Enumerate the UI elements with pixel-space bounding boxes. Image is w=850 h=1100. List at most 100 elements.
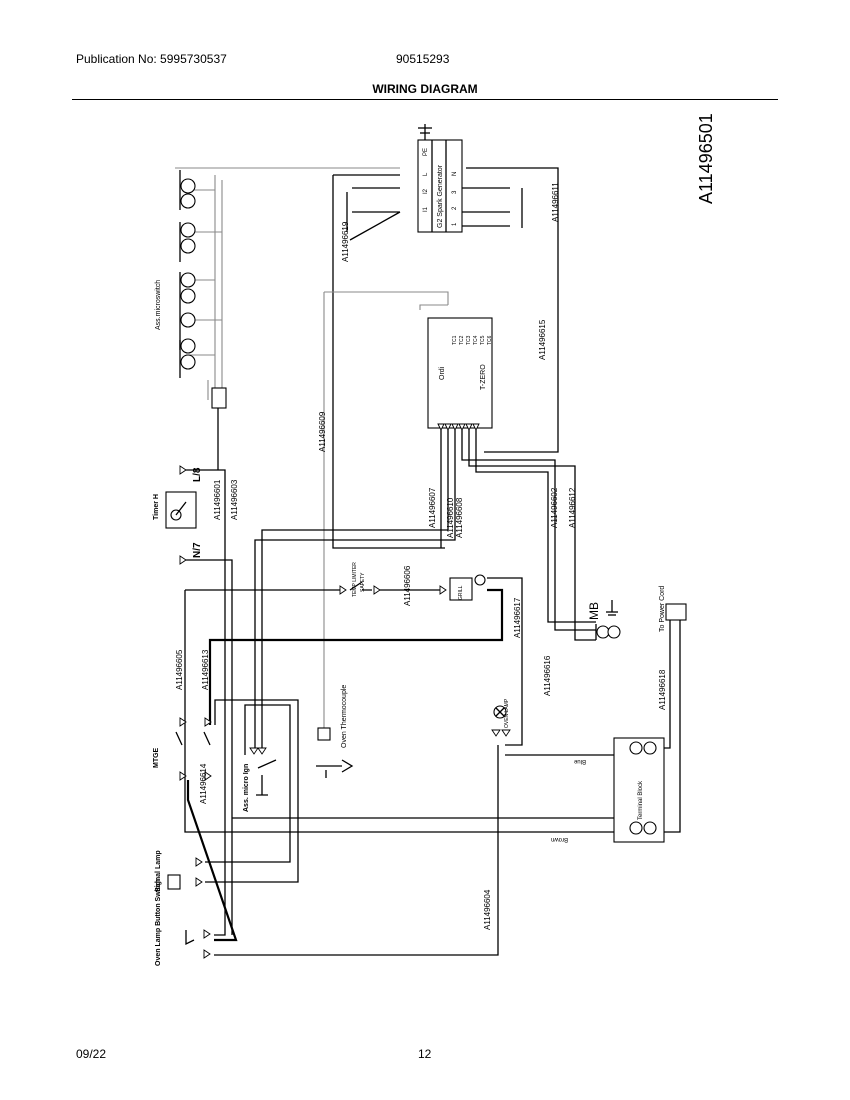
grill-wire [208, 588, 504, 725]
controller-pin-tc4: TC4 [473, 335, 479, 345]
microswitch-assembly [179, 170, 196, 378]
spark-earth-symbol [418, 124, 432, 140]
controller-pin-tc5: TC5 [480, 335, 486, 345]
spark-generator-wire-right [466, 167, 559, 453]
controller-pin-tc3: TC3 [466, 335, 472, 345]
spark-generator-label: G2 Spark Generator [437, 164, 444, 228]
controller-lead-e [468, 430, 596, 641]
controller-pin-tc6: TC6 [487, 335, 493, 345]
timer-h [165, 465, 197, 565]
spark-term-l: L [423, 172, 429, 176]
mtge-label: MTGE [153, 747, 160, 768]
oven-lamp-switch [185, 929, 211, 959]
terminal-block [613, 737, 665, 843]
micro-ign-wire [205, 704, 291, 863]
wire-label-613: A11496613 [201, 649, 210, 690]
temp-limiter-sublabel: SAFETY [360, 572, 366, 592]
motor-mb [595, 624, 621, 640]
oven-lamp-switch-label: Oven Lamp Button Switch [155, 879, 162, 966]
controller-lead-c [254, 430, 456, 750]
spark-term-i2: I2 [423, 188, 429, 194]
publication-number: Publication No: 5995730537 [76, 52, 227, 66]
controller-lead-d [461, 430, 596, 631]
grill-element [439, 574, 486, 601]
header-divider [72, 99, 778, 100]
wire-label-603: A11496603 [230, 479, 239, 520]
mtge-switch [175, 717, 212, 781]
timer-n-wire [186, 559, 233, 935]
timer-l-label: L/8 [192, 467, 203, 482]
microswitch-bus-wire [175, 167, 400, 400]
controller-pin-tc2: TC2 [459, 335, 465, 345]
micro-ignition-switch [249, 747, 277, 796]
spark-generator [417, 139, 463, 233]
wire-label-601: A11496601 [213, 479, 222, 520]
spark-term-3: 3 [452, 190, 458, 194]
wire-label-616: A11496616 [543, 655, 552, 696]
microswitch-link-wires [186, 189, 222, 356]
oven-thermocouple [316, 727, 354, 778]
power-cord-plug [665, 603, 687, 621]
wire-label-615: A11496615 [538, 319, 547, 360]
main-left-loop [184, 590, 620, 833]
mtge-thick-wire [186, 780, 238, 942]
temp-limiter-label: TEMP LIMITER [352, 562, 358, 597]
spark-term-n: N [452, 172, 458, 176]
wire-label-612: A11496612 [568, 487, 577, 528]
terminal-block-label: Terminal Block [638, 780, 644, 820]
grill-label: GRILL [458, 585, 464, 600]
page-title: WIRING DIAGRAM [372, 82, 478, 96]
oven-thermocouple-label: Oven Thermocouple [341, 685, 348, 748]
controller-ordi [427, 317, 493, 429]
oven-lamp [491, 705, 511, 737]
wire-label-608: A11496608 [455, 497, 464, 538]
wire-label-618: A11496618 [658, 669, 667, 710]
wire-label-604: A11496604 [483, 889, 492, 930]
wire-label-606: A11496606 [403, 565, 412, 606]
wire-label-610: A11496610 [446, 497, 455, 538]
micro-ign-label: Ass. micro Ign [243, 764, 250, 812]
controller-feed-wire [324, 291, 449, 310]
wire-label-614: A11496614 [199, 763, 208, 804]
wire-label-609: A11496609 [318, 411, 327, 452]
timer-n-label: N/7 [192, 542, 203, 558]
oven-lamp-label: OVEN LAMP [504, 698, 510, 728]
brown-wire-label: Brown [551, 836, 568, 842]
controller-pin-tc1: TC1 [452, 335, 458, 345]
drawing-id: A11496501 [696, 113, 716, 204]
controller-name: Ordi [439, 366, 446, 380]
spark-term-i1: I1 [423, 206, 429, 212]
microswitch-label: Ass.microswitch [155, 280, 162, 330]
signal-lamp-label: Signal Lamp [155, 850, 162, 892]
spark-term-1: 1 [452, 222, 458, 226]
spark-term-pe: PE [423, 148, 429, 156]
spark-generator-wire-left [332, 174, 445, 549]
wire-label-607: A11496607 [428, 487, 437, 528]
oven-lamp-wire [214, 745, 499, 956]
mb-label: MB [587, 602, 601, 620]
timer-label: Timer H [153, 494, 160, 520]
spark-term-2: 2 [452, 206, 458, 210]
footer-date: 09/22 [76, 1047, 107, 1061]
temp-limiter [339, 581, 381, 595]
wire-label-605: A11496605 [175, 649, 184, 690]
spark-ignition-leads [349, 187, 510, 241]
controller-subname: T-ZERO [480, 364, 487, 390]
wire-label-617: A11496617 [513, 597, 522, 638]
page-number: 12 [418, 1047, 432, 1061]
mb-earth-symbol [606, 600, 618, 616]
wire-label-611: A11496611 [551, 182, 560, 222]
microswitch-connector [211, 387, 227, 409]
grill-wire-2 [487, 577, 523, 746]
controller-lead-f [475, 430, 596, 623]
wire-label-602: A11496602 [550, 487, 559, 528]
timer-l-wire [186, 469, 226, 936]
power-cord-label: To Power Cord [659, 586, 666, 632]
mtge-wire [205, 699, 299, 883]
controller-terminals [437, 423, 480, 432]
spark-ground-bars [346, 188, 523, 232]
signal-lamp [167, 857, 203, 890]
blue-wire-label: Blue [573, 758, 586, 764]
wire-label-619: A11496619 [341, 221, 350, 262]
